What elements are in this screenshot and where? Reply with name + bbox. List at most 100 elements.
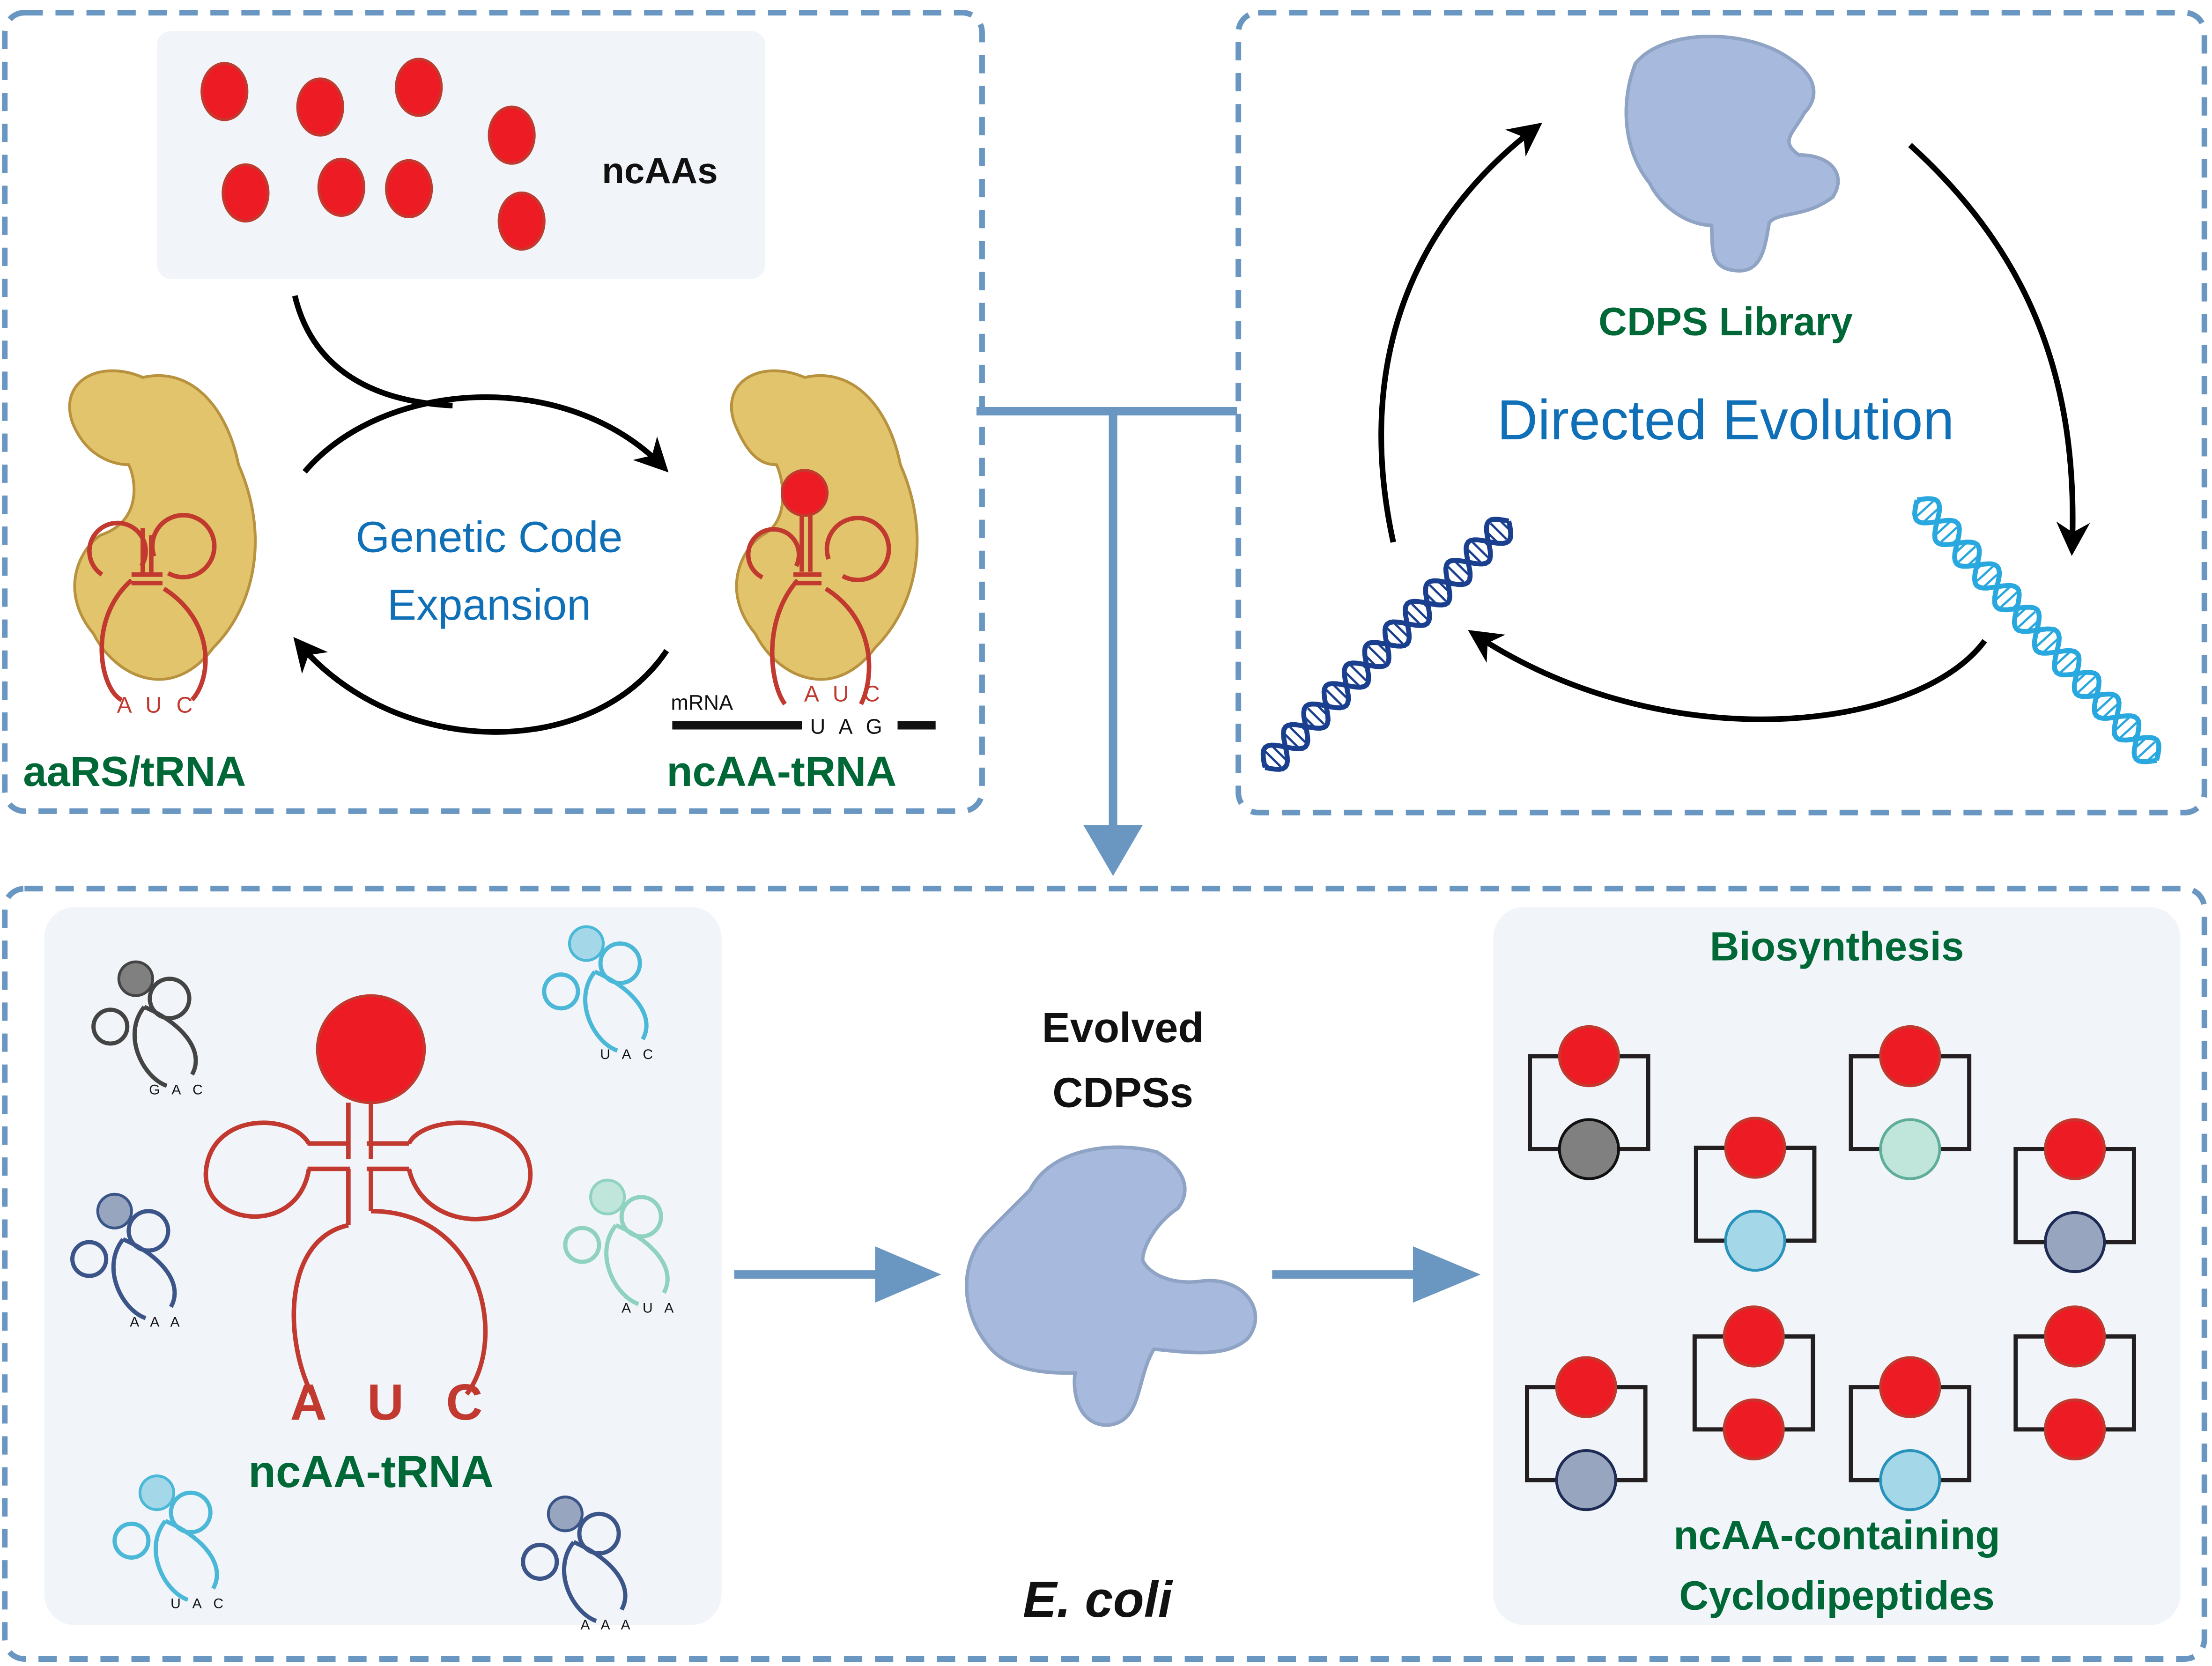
panel-directed-evolution: CDPS Library Directed Evolution [1235, 10, 2207, 815]
dna-base-pair [1447, 566, 1465, 583]
aars-trna-complex: A U C aaRS/tRNA [23, 369, 257, 795]
dna-base-pair [2018, 611, 2036, 628]
dna-base-pair [1386, 628, 1404, 644]
ncaa-residue [2044, 1118, 2106, 1180]
dna-base-pair [1368, 645, 1386, 664]
dna-base-pair [1265, 751, 1282, 768]
amino-acid-icon [96, 1192, 133, 1229]
ncaa-residue [1723, 1305, 1785, 1368]
dna-base-pair [1272, 746, 1287, 761]
small-trna-anticodon: G A C [149, 1082, 207, 1097]
dna-base-pair [1958, 546, 1976, 563]
small-trna-anticodon: A A A [580, 1617, 634, 1633]
dna-base-pair [2096, 696, 2114, 712]
trna-icon [87, 513, 217, 702]
dna-base-pair [1394, 622, 1409, 637]
ncaa-dot-icon [317, 157, 365, 217]
gce-label-line2: Expansion [387, 580, 591, 629]
central-trna-icon [203, 1103, 533, 1396]
cyclodipeptide-icon [2013, 1118, 2136, 1274]
ncaa-trna-label: ncAA-tRNA [666, 748, 896, 795]
dna-base-pair [1428, 584, 1447, 602]
mrna-strand-right [897, 721, 936, 730]
ncaa-residue [1879, 1025, 1941, 1088]
biosynthesis-label: Biosynthesis [1710, 924, 1964, 970]
cyclodipeptide-icon [1694, 1117, 1817, 1272]
ncaa-residue [1555, 1356, 1617, 1418]
dna-base-pair [1923, 508, 1939, 522]
cdps-library-label: CDPS Library [1598, 300, 1853, 344]
small-trna-anticodon: U A C [170, 1596, 228, 1612]
partner-residue [2044, 1398, 2106, 1461]
recycle-arrow [293, 637, 669, 735]
cyclodipeptide-grid [1525, 1025, 2136, 1511]
mrna-label: mRNA [671, 690, 733, 714]
dna-base-pair [2120, 722, 2138, 739]
dna-base-pair [1325, 689, 1343, 706]
dna-base-pair [2115, 716, 2131, 731]
directed-evolution-label: Directed Evolution [1497, 389, 1954, 452]
gce-label-line1: Genetic Code [356, 513, 623, 562]
dna-base-pair [2043, 638, 2058, 652]
dna-base-pair [1935, 521, 1951, 535]
connector-arrowhead [1083, 825, 1143, 876]
flow-arrow-1-head [875, 1246, 941, 1303]
partner-residue [1879, 1118, 1941, 1180]
flow-arrow-2-head [1413, 1246, 1481, 1303]
central-anticodon: A U C [290, 1374, 497, 1430]
central-trna-label: ncAA-tRNA [248, 1447, 494, 1497]
aars-enzyme-icon [730, 369, 919, 681]
dna-base-pair [2060, 657, 2078, 673]
cyclodipeptide-icon [1692, 1305, 1815, 1461]
dna-base-pair [1472, 541, 1489, 558]
product-card-bg [1493, 907, 2181, 1625]
small-trna-icon: A A A [70, 1192, 184, 1330]
dna-base-pair [2055, 651, 2071, 666]
dna-base-pair [2036, 630, 2054, 647]
aars-anticodon: A U C [117, 692, 197, 718]
partner-residue [1723, 1398, 1785, 1461]
dna-mutant-icon [1912, 496, 2161, 764]
evolved-cdps-label-line2: CDPSs [1052, 1069, 1193, 1116]
cyclodipeptide-icon [1528, 1025, 1650, 1180]
small-trna-anticodon: U A C [600, 1047, 657, 1062]
products-label-line1: ncAA-containing [1673, 1512, 2000, 1558]
ncaa-dot-icon [200, 62, 249, 121]
evolved-cdps-label-line1: Evolved [1042, 1004, 1204, 1051]
dna-base-pair [1333, 684, 1348, 699]
panel-genetic-code-expansion: ncAAs Genetic Code Expansion A U C aaRS/… [2, 10, 985, 814]
ncaa-dot-icon [395, 58, 443, 117]
ncaa-residue [2044, 1305, 2106, 1368]
mrna-codon: U A G [810, 715, 887, 739]
dna-base-pair [1916, 500, 1934, 517]
cycle-arrow-left [1468, 630, 1987, 722]
ncaa-trna-complex: A U C mRNA U A G ncAA-tRNA [666, 369, 936, 795]
small-trna-anticodon: A A A [130, 1314, 184, 1330]
ncaa-dots [200, 58, 546, 251]
partner-residue [2044, 1211, 2106, 1274]
partner-residue [1555, 1449, 1617, 1511]
dna-base-pair [1284, 733, 1299, 748]
cdps-library-protein-icon [1624, 35, 1840, 273]
amino-acid-icon [117, 960, 154, 997]
ncaa-charged-icon [780, 469, 829, 517]
dna-library-icon [1260, 517, 1513, 772]
amino-acid-icon [589, 1178, 626, 1215]
dna-base-pair [1976, 565, 1994, 582]
ncaa-trna-anticodon: A U C [804, 681, 884, 706]
small-trna-anticodon: A U A [621, 1300, 678, 1316]
trna-card: A U C ncAA-tRNA G A C U A C A A A A U A U A … [44, 907, 722, 1633]
small-trna-icon: U A C [112, 1474, 228, 1612]
dna-base-pair [1995, 586, 2011, 600]
amino-acid-icon [568, 925, 605, 962]
ncaa-residue [1724, 1117, 1786, 1179]
small-trna-icon: G A C [91, 960, 207, 1097]
dna-base-pair [1940, 526, 1958, 543]
partner-residue [1558, 1118, 1620, 1180]
partner-residue [1879, 1449, 1941, 1511]
ncaa-dot-icon [385, 159, 433, 219]
amino-acid-icon [138, 1474, 176, 1511]
dna-base-pair [2000, 592, 2018, 608]
dna-base-pair [1350, 665, 1367, 681]
dna-base-pair [1983, 573, 1998, 587]
